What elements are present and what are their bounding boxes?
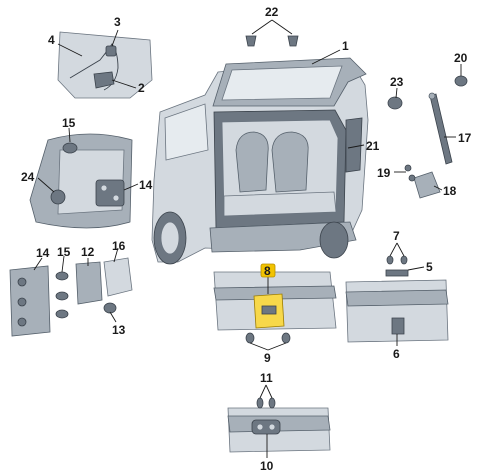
bolt-11-left[interactable]	[256, 397, 264, 409]
inset-bracket	[227, 397, 331, 453]
callout-13: 13	[112, 323, 126, 337]
hinge-12-part[interactable]	[75, 261, 103, 305]
inset-hinge-mount	[29, 133, 133, 229]
tailgate-glass	[221, 65, 343, 101]
bracket-10-hole-b	[268, 423, 276, 431]
inset-hinge-parts	[9, 257, 133, 337]
handle-18[interactable]	[413, 171, 441, 199]
callout-17: 17	[458, 131, 472, 145]
callout-21: 21	[366, 139, 380, 153]
buffer-24[interactable]	[50, 189, 66, 205]
buffer-20[interactable]	[454, 75, 468, 87]
cable-harness[interactable]	[69, 43, 119, 91]
callout-18: 18	[443, 184, 457, 198]
inset-lock-assembly	[213, 271, 337, 344]
grommet[interactable]	[93, 71, 115, 89]
striker-ridge	[345, 289, 449, 307]
callout-9: 9	[264, 351, 271, 365]
striker-6[interactable]	[391, 317, 405, 335]
callout-1: 1	[342, 39, 349, 53]
rear-seat-left	[235, 131, 269, 193]
callout-14-lower: 14	[36, 246, 50, 260]
bracket-10[interactable]	[251, 419, 281, 435]
callout-11: 11	[260, 371, 273, 385]
lock-8-detail	[261, 305, 277, 315]
cap-16[interactable]	[103, 257, 133, 297]
bolt-9-left[interactable]	[245, 332, 255, 344]
callout-8: 8	[264, 264, 271, 278]
screw-7-right[interactable]	[400, 255, 408, 265]
callout-22: 22	[265, 5, 279, 19]
callout-24: 24	[21, 170, 35, 184]
callout-19: 19	[377, 166, 391, 180]
callout-20: 20	[454, 51, 468, 65]
callout-2: 2	[138, 81, 145, 95]
bolt-15-b[interactable]	[55, 291, 69, 301]
hinge-14-hole-b	[112, 194, 120, 202]
inset-clips-22	[245, 35, 299, 47]
callout-16: 16	[112, 239, 126, 253]
hinge-hole-1	[17, 277, 27, 287]
inset-right-parts	[387, 75, 468, 199]
gas-strut-17[interactable]	[429, 93, 453, 165]
callout-14-right: 14	[139, 178, 153, 192]
callout-8-badge	[260, 263, 276, 278]
callout-labels: 1 2 3 4 5 6 7 8 9 10 11 12 13 14 14 15 1…	[21, 5, 472, 473]
callout-23: 23	[390, 75, 404, 89]
callout-12: 12	[81, 245, 95, 259]
callout-15-top: 15	[62, 116, 76, 130]
leader-lines	[33, 19, 462, 458]
bracket-10-hole-a	[256, 423, 264, 431]
screw-19-b[interactable]	[408, 174, 416, 182]
callout-7: 7	[393, 229, 400, 243]
bolt-15-c[interactable]	[55, 309, 69, 319]
hinge-hole-2	[17, 297, 27, 307]
callout-6: 6	[393, 347, 400, 361]
bolt-11-right[interactable]	[268, 397, 276, 409]
rear-wheel-left-rim	[160, 221, 180, 255]
clip-23[interactable]	[387, 96, 403, 110]
inset-tailgate-cable	[57, 31, 153, 99]
striker-plate-5[interactable]	[385, 269, 409, 277]
cable-clip[interactable]	[105, 45, 117, 57]
screw-7-left[interactable]	[386, 255, 394, 265]
callout-3: 3	[114, 15, 121, 29]
clip-22-left[interactable]	[245, 35, 257, 47]
inset-striker	[345, 255, 449, 343]
car-illustration	[151, 57, 369, 265]
lock-panel-ridge	[213, 285, 337, 301]
inset-roof-panel	[57, 31, 153, 99]
callout-4: 4	[48, 33, 55, 47]
cargo-floor	[223, 191, 337, 217]
clip-22-right[interactable]	[287, 35, 299, 47]
screw-13[interactable]	[103, 302, 117, 314]
callout-10: 10	[260, 459, 274, 473]
hinge-14-bracket[interactable]	[95, 179, 125, 207]
rear-seat-right	[271, 131, 309, 193]
tail-light-right	[345, 117, 363, 173]
bolt-9-right[interactable]	[281, 332, 291, 344]
bolt-15-a[interactable]	[55, 271, 69, 281]
hinge-14-hole-a	[100, 184, 108, 192]
callout-15-lower: 15	[57, 245, 71, 259]
side-window	[164, 103, 209, 161]
callout-5: 5	[426, 260, 433, 274]
strut-end-17	[428, 92, 436, 100]
hinge-14-part[interactable]	[9, 265, 51, 337]
screw-19-a[interactable]	[404, 164, 412, 172]
hinge-hole-3	[17, 317, 27, 327]
bolt-15-top[interactable]	[62, 142, 78, 154]
rear-wheel-right	[319, 221, 349, 259]
